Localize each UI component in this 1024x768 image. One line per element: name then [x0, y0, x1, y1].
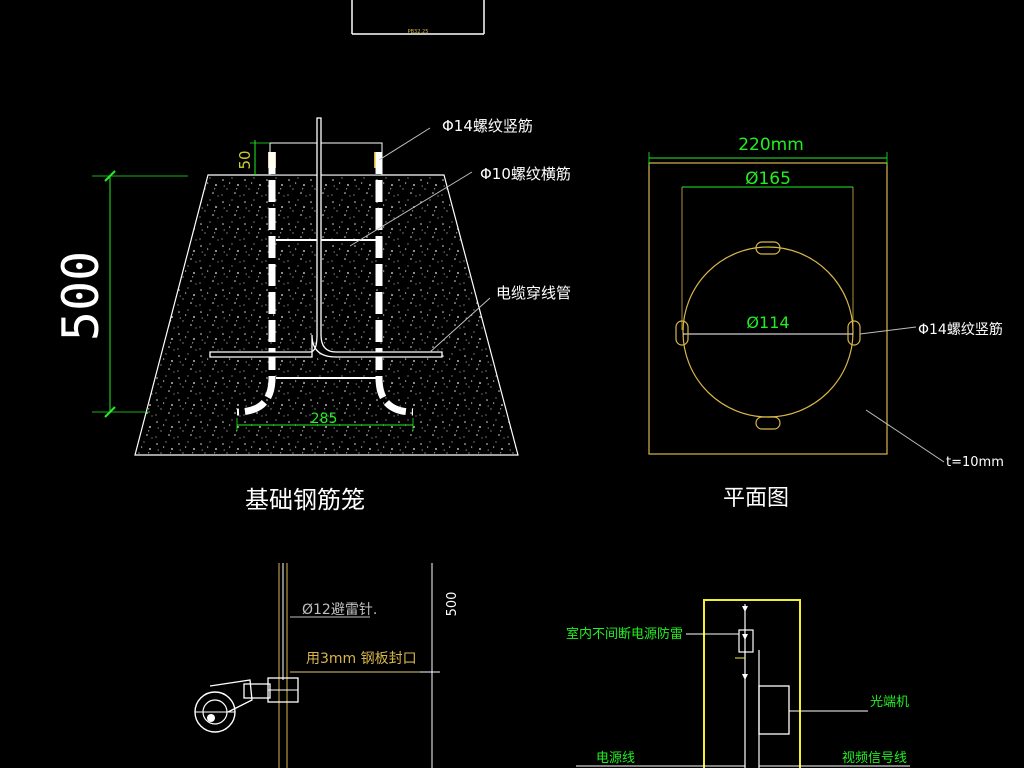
seal-plate-label: 用3mm 钢板封口	[306, 651, 417, 667]
dome-camera-icon	[194, 679, 271, 733]
callout-vertical-rebar: Φ14螺纹竖筋	[442, 117, 533, 135]
bolt-slot-left	[675, 320, 689, 346]
foundation-height-dimension: 500	[52, 251, 110, 341]
power-line-label: 电源线	[596, 751, 635, 766]
rebar-right	[375, 152, 414, 416]
foundation-width-dimension: 285	[311, 411, 338, 427]
optical-terminal-box	[758, 685, 790, 735]
equipment-cabinet	[703, 599, 801, 768]
pole-detail-drawing: Ø12避雷针. 用3mm 钢板封口 500	[194, 563, 460, 768]
lightning-rod-label: Ø12避雷针.	[302, 602, 377, 618]
bolt-slot-top	[755, 241, 781, 255]
callout-horizontal-rebar: Φ10螺纹横筋	[480, 165, 571, 183]
cable-conduit	[209, 117, 443, 358]
surge-protector	[738, 629, 754, 653]
top-fragment: PB32.25	[351, 0, 485, 35]
plan-callout-rebar: Φ14螺纹竖筋	[918, 321, 1003, 338]
foundation-projection-dimension: 50	[236, 150, 254, 169]
plate-thickness-label: t=10mm	[946, 455, 1004, 470]
optical-terminal-label: 光端机	[870, 695, 909, 710]
foundation-cage-drawing: 500 50 285 Φ14螺纹竖筋 Φ10螺纹横筋 电缆穿线管 基础钢筋笼	[52, 117, 571, 514]
callout-cable-conduit: 电缆穿线管	[496, 284, 571, 302]
pole-circle	[682, 246, 854, 418]
base-plate	[648, 162, 888, 455]
wiring-diagram: 室内不间断电源防雷 光端机 电源线 视频信号线	[566, 599, 910, 768]
foundation-cage-caption: 基础钢筋笼	[245, 486, 365, 514]
bolt-slot-bottom	[755, 416, 781, 430]
plate-width-dimension: 220mm	[738, 135, 804, 155]
inner-diameter-dimension: Ø114	[746, 313, 789, 332]
rebar-left	[236, 152, 276, 416]
plan-view-caption: 平面图	[723, 486, 789, 511]
bolt-circle-dimension: Ø165	[745, 169, 791, 189]
top-fragment-label: PB32.25	[408, 29, 429, 35]
surge-protection-label: 室内不间断电源防雷	[566, 626, 683, 642]
foundation-top-block	[269, 142, 383, 176]
plan-view-drawing: 220mm Ø165 Ø114 Φ14螺纹竖筋 t=10mm 平面图	[648, 135, 1004, 511]
bolt-slot-right	[847, 320, 861, 346]
video-signal-line-label: 视频信号线	[842, 751, 907, 766]
pole-height-dimension: 500	[445, 592, 460, 617]
